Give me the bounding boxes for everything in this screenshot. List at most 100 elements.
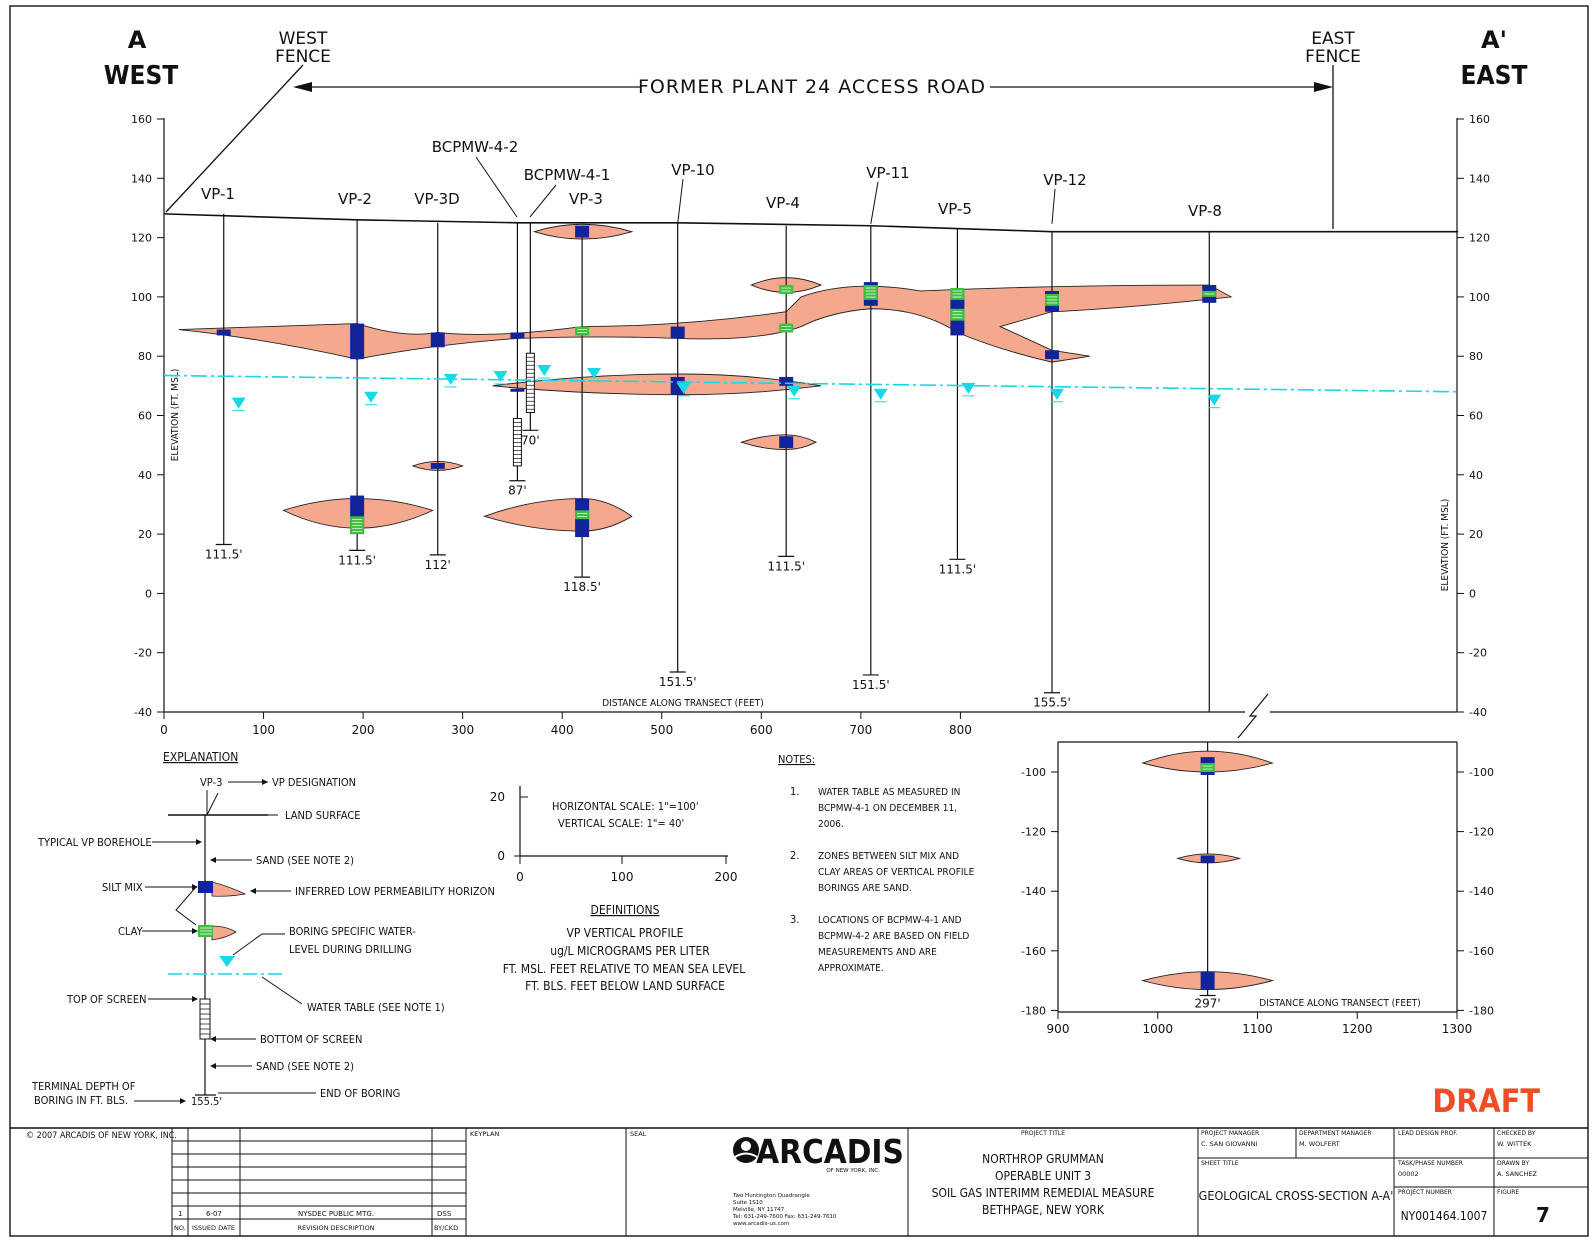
boring-label: BCPMW-4-2 <box>432 138 519 156</box>
upper-low-permeability-zone <box>178 284 1233 363</box>
y-tick-label-right: -20 <box>1469 647 1487 660</box>
legend-text: WATER TABLE (SEE NOTE 1) <box>307 1001 445 1014</box>
legend-text: SAND (SEE NOTE 2) <box>256 1060 354 1073</box>
drilling-water-level-icon <box>537 365 552 377</box>
scale-diagram: 20 0 0 100 200 HORIZONTAL SCALE: 1"=100'… <box>490 786 737 884</box>
boring-label: BCPMW-4-1 <box>524 166 611 184</box>
clay-interval <box>863 285 878 300</box>
legend-vp-label: VP-3 <box>200 776 222 789</box>
boring-depth-label: 87' <box>508 484 527 498</box>
arcadis-logo-text: ARCADIS <box>756 1132 904 1171</box>
note-line: BORINGS ARE SAND. <box>818 883 912 894</box>
address-line: Tel: 631-249-7600 Fax: 631-249-7610 <box>732 1214 837 1220</box>
silt-mix-interval <box>430 332 445 348</box>
boring-label: VP-11 <box>866 164 909 182</box>
boring-depth-label: 112' <box>425 558 451 572</box>
water-table-line <box>163 374 1459 393</box>
main-y-axis-label-right: ELEVATION (FT. MSL) <box>1440 499 1451 592</box>
drilling-water-level-icon <box>676 382 691 394</box>
silt-mix-interval <box>510 388 525 392</box>
legend-text: CLAY <box>118 925 144 938</box>
inset-y-tick-label-left: -180 <box>1021 1004 1046 1017</box>
boring-label: VP-1 <box>201 185 235 203</box>
inset-x-axis-label: DISTANCE ALONG TRANSECT (FEET) <box>1259 998 1420 1009</box>
explanation-legend: EXPLANATION VP-3 VP DESIGNATION LAND SUR… <box>31 750 495 1108</box>
silt-mix-interval <box>670 326 685 339</box>
legend-depth-example: 155.5' <box>191 1095 222 1108</box>
drilling-water-level-icon <box>587 367 602 379</box>
boring-depth-label: 151.5' <box>659 675 697 689</box>
legend-leader <box>175 886 197 926</box>
inset-x-tick-label: 900 <box>1047 1022 1070 1036</box>
silt-mix-interval <box>1200 971 1215 990</box>
main-y-axis-label-left: ELEVATION (FT. MSL) <box>170 369 181 462</box>
well-screen <box>525 352 535 414</box>
project-title-line: OPERABLE UNIT 3 <box>995 1169 1091 1183</box>
section-right-end: A' <box>1481 26 1507 54</box>
y-tick-label-left: -20 <box>134 647 152 660</box>
department-manager: M. WOLFERT <box>1299 1140 1340 1148</box>
legend-text: BORING IN FT. BLS. <box>34 1094 128 1107</box>
project-title-label: PROJECT TITLE <box>1021 1130 1065 1137</box>
main-x-axis-label: DISTANCE ALONG TRANSECT (FEET) <box>602 698 763 709</box>
boring-label: VP-3 <box>569 190 603 208</box>
axis-break-mark <box>1237 693 1269 739</box>
sheet-title-label: SHEET TITLE <box>1201 1160 1239 1167</box>
legend-text: INFERRED LOW PERMEABILITY HORIZON <box>295 885 495 898</box>
boring-depth-label: 118.5' <box>563 580 601 594</box>
x-tick-label: 200 <box>352 723 375 737</box>
boring-depth-label: 111.5' <box>767 559 805 573</box>
boring-label: VP-3D <box>414 190 459 208</box>
revision-header: BY/CKD <box>434 1224 458 1232</box>
boring-label-leader <box>1051 188 1056 224</box>
road-label: FORMER PLANT 24 ACCESS ROAD <box>638 76 986 98</box>
inset-y-tick-label-left: -140 <box>1021 885 1046 898</box>
seal-label: SEAL <box>630 1130 647 1138</box>
y-tick-label-left: 60 <box>138 410 152 423</box>
revision-description: NYSDEC PUBLIC MTG. <box>298 1210 374 1218</box>
explanation-title: EXPLANATION <box>163 750 238 764</box>
arcadis-logo-sub: OF NEW YORK, INC. <box>826 1168 880 1174</box>
y-tick-label-left: 40 <box>138 469 152 482</box>
inset-cross-section: DISTANCE ALONG TRANSECT (FEET) -100-100-… <box>1021 741 1494 1036</box>
project-manager: C. SAN GIOVANNI <box>1201 1140 1257 1148</box>
clay-interval <box>575 510 590 520</box>
boring-label: VP-12 <box>1043 171 1086 189</box>
legend-text: BORING SPECIFIC WATER- <box>289 925 416 938</box>
revision-date: 6-07 <box>206 1210 222 1218</box>
drilling-water-level-icon <box>1207 394 1222 406</box>
legend-text: TOP OF SCREEN <box>66 993 147 1006</box>
clay-interval <box>779 285 794 294</box>
revision-header: REVISION DESCRIPTION <box>297 1224 374 1232</box>
legend-zone-silt <box>211 881 247 897</box>
legend-silt-mix-swatch <box>198 881 213 893</box>
address-line: Melville, NY 11747 <box>733 1207 785 1213</box>
west-fence-line2: FENCE <box>275 47 331 67</box>
legend-text: END OF BORING <box>320 1087 400 1100</box>
y-tick-label-right: 100 <box>1469 291 1490 304</box>
x-tick-label: 800 <box>949 723 972 737</box>
draft-stamp: DRAFT <box>1432 1082 1540 1120</box>
y-tick-label-left: 0 <box>145 587 152 600</box>
note-number: 2. <box>790 849 799 862</box>
drilling-water-level-icon <box>961 382 976 394</box>
note-line: BCPMW-4-2 ARE BASED ON FIELD <box>818 931 969 942</box>
x-tick-label: 100 <box>252 723 275 737</box>
scale-tick: 20 <box>490 790 505 804</box>
keyplan-label: KEYPLAN <box>470 1130 499 1138</box>
inset-x-tick-label: 1300 <box>1442 1022 1473 1036</box>
drilling-water-level-icon <box>493 370 508 382</box>
notes: NOTES: 1. WATER TABLE AS MEASURED IN BCP… <box>778 753 975 974</box>
road-arrowhead-left <box>293 82 312 92</box>
legend-water-level-icon <box>219 956 235 967</box>
inset-y-tick-label-right: -180 <box>1469 1004 1494 1017</box>
note-line: MEASUREMENTS AND ARE <box>818 947 937 958</box>
x-tick-label: 400 <box>551 723 574 737</box>
boring-depth-label: 155.5' <box>1033 696 1071 710</box>
east-fence-line1: EAST <box>1311 29 1355 49</box>
drilling-water-level-icon <box>873 388 888 400</box>
clay-interval <box>575 326 590 336</box>
legend-text: TYPICAL VP BOREHOLE <box>37 836 152 849</box>
road-arrowhead-right <box>1314 82 1333 92</box>
note-number: 3. <box>790 913 799 926</box>
